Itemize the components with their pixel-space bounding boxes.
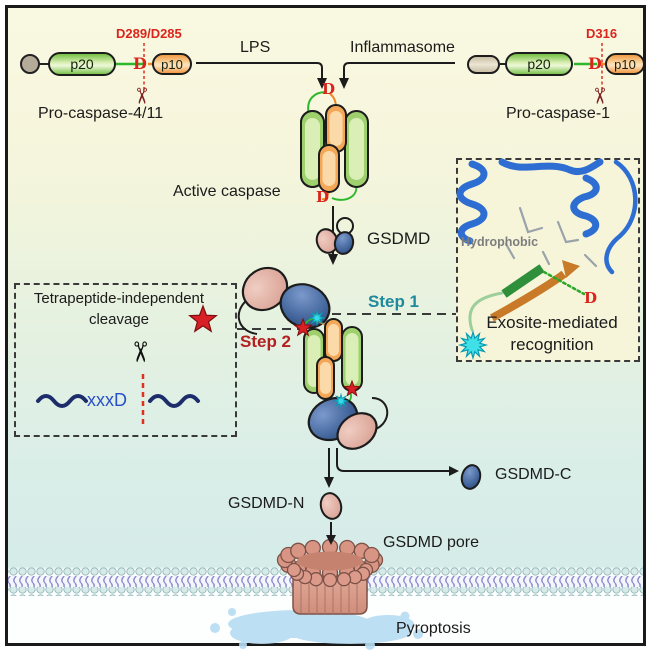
p20-label-right: p20 xyxy=(527,56,551,72)
gsdmd-c-product-blob xyxy=(460,464,482,490)
lps-label: LPS xyxy=(240,39,271,56)
cytosol-splash xyxy=(210,608,423,650)
scissors-icon-left: ✂ xyxy=(129,86,155,106)
p10-domain-left: p10 xyxy=(152,53,192,75)
loop-right xyxy=(604,159,638,275)
cleavage-product-arrows xyxy=(324,448,459,488)
tetrapeptide-box-title: Tetrapeptide-independent cleavage xyxy=(18,288,220,330)
tetrapeptide-box-art xyxy=(36,305,218,424)
inflammasome-arrow xyxy=(339,62,455,89)
procaspase411-label: Pro-caspase-4/11 xyxy=(38,105,164,122)
gsdmd-c-top-blob xyxy=(241,266,289,312)
p10-label-left: p10 xyxy=(161,56,183,72)
cleavage-site-label-left: D289/D285 xyxy=(116,26,182,41)
gsdmd-pore-label: GSDMD pore xyxy=(383,534,480,551)
p20-domain-left: p20 xyxy=(48,52,116,76)
step2-label: Step 2 xyxy=(240,332,292,351)
xxxd-sequence: xxxD xyxy=(87,390,127,410)
ribbon-top xyxy=(498,158,604,176)
caspase-gsdmd-complex xyxy=(237,266,389,450)
tetrapeptide-box xyxy=(14,283,237,437)
gsdmd-linker-top xyxy=(237,299,258,335)
exosite-star-top xyxy=(309,310,325,326)
exosite-star-bottom xyxy=(334,394,348,408)
tetrapeptide-title-line1: Tetrapeptide-independent xyxy=(33,290,205,307)
helix-right xyxy=(570,174,600,238)
card-domain-right xyxy=(467,55,500,74)
hydrophobic-label: Hydrophobic xyxy=(461,235,539,249)
gsdmd-label: GSDMD xyxy=(367,229,431,248)
peptide-squiggle-left xyxy=(36,394,88,408)
gsdmd-pore xyxy=(276,538,384,615)
d-residue-exosite: D xyxy=(584,289,598,307)
active-caspase-label: Active caspase xyxy=(173,183,281,200)
active-caspase-tetramer xyxy=(300,91,369,201)
gsdmd-n-product-blob xyxy=(319,492,343,520)
tetrapeptide-title-line2: cleavage xyxy=(88,311,150,328)
gsdmd-n-label: GSDMD-N xyxy=(228,495,305,512)
exosite-caption-line2: recognition xyxy=(510,335,594,354)
orange-strand-arrowhead xyxy=(562,260,580,278)
p10-domain-right: p10 xyxy=(605,53,645,75)
d-residue-caspase-bottom: D xyxy=(316,188,330,206)
lps-arrow xyxy=(196,62,327,89)
p20-domain-right: p20 xyxy=(505,52,573,76)
strand-loop xyxy=(468,291,504,332)
cleavage-site-label-right: D316 xyxy=(586,26,618,41)
hydrophobic-sticks xyxy=(504,206,598,268)
scissors-icon-box: ✂ xyxy=(124,340,156,364)
pyroptosis-label: Pyroptosis xyxy=(396,620,471,637)
scissors-icon-right: ✂ xyxy=(587,86,613,106)
orange-strand xyxy=(490,270,567,322)
step1-label: Step 1 xyxy=(368,292,420,311)
peptide-squiggle-right xyxy=(148,394,200,408)
arrow-to-membrane xyxy=(326,522,336,545)
protein-structure xyxy=(456,158,638,359)
gsdmd-c-bottom-blob xyxy=(336,412,378,450)
procaspase1-label: Pro-caspase-1 xyxy=(506,105,611,122)
d-residue-left: D xyxy=(133,54,147,73)
card-domain-circle xyxy=(20,54,40,74)
helix-left xyxy=(456,160,488,245)
gsdmd-c-label: GSDMD-C xyxy=(495,466,572,483)
exosite-caption-line1: Exosite-mediated xyxy=(486,313,618,332)
gsdmd-linker-bottom xyxy=(371,397,389,430)
inflammasome-label: Inflammasome xyxy=(350,39,455,56)
d-residue-right: D xyxy=(588,54,602,73)
p10-label-right: p10 xyxy=(614,56,636,72)
d-residue-caspase-top: D xyxy=(322,80,336,98)
dotted-link-to-d xyxy=(542,270,586,296)
gsdmd-dimer-icon xyxy=(315,217,355,255)
exosite-caption: Exosite-mediated recognition xyxy=(468,312,636,356)
p20-label-left: p20 xyxy=(70,56,94,72)
green-strand xyxy=(501,264,545,298)
